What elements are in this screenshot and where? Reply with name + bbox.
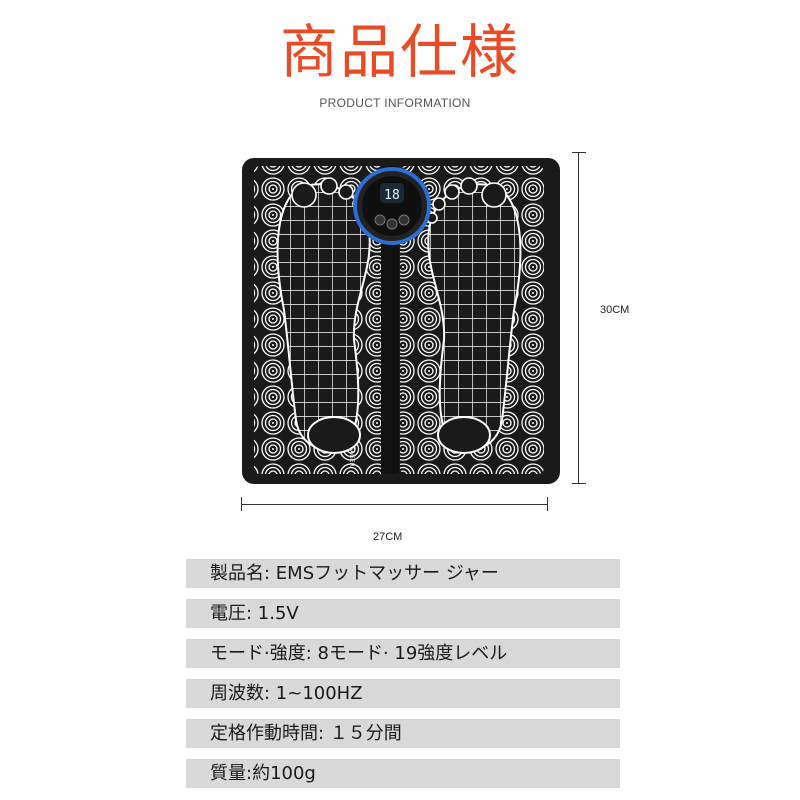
spec-row-modes: モード·強度: 8モード· 19強度レベル bbox=[186, 639, 620, 668]
spec-text: モード·強度: 8モード· 19強度レベル bbox=[210, 643, 508, 664]
width-dimension-label: 27CM bbox=[373, 531, 403, 543]
spec-text: 製品名: EMSフットマッサー ジャー bbox=[210, 563, 499, 584]
product-image: EMS FOOT MASSAGER 18 bbox=[234, 150, 564, 490]
foot-massager-mat-illustration: EMS FOOT MASSAGER 18 bbox=[242, 158, 560, 484]
height-dimension-line bbox=[572, 152, 586, 484]
controller-unit: 18 bbox=[353, 167, 431, 245]
controller-display: 18 bbox=[384, 188, 400, 203]
page-subtitle: PRODUCT INFORMATION bbox=[319, 96, 471, 110]
spec-row-voltage: 電圧: 1.5V bbox=[186, 599, 620, 628]
spec-row-frequency: 周波数: 1~100HZ bbox=[186, 679, 620, 708]
spec-text: 定格作動時間: １５分間 bbox=[210, 723, 402, 744]
spec-list: 製品名: EMSフットマッサー ジャー 電圧: 1.5V モード·強度: 8モー… bbox=[186, 559, 620, 799]
page-title: 商品仕様 bbox=[279, 18, 520, 86]
spec-text: 周波数: 1~100HZ bbox=[210, 683, 363, 704]
width-dimension-line bbox=[241, 497, 548, 511]
spec-row-weight: 質量:約100g bbox=[186, 759, 620, 788]
height-dimension-label: 30CM bbox=[600, 304, 630, 316]
spec-text: 電圧: 1.5V bbox=[210, 603, 299, 624]
spec-row-runtime: 定格作動時間: １５分間 bbox=[186, 719, 620, 748]
spec-row-product-name: 製品名: EMSフットマッサー ジャー bbox=[186, 559, 620, 588]
spec-text: 質量:約100g bbox=[210, 763, 316, 784]
